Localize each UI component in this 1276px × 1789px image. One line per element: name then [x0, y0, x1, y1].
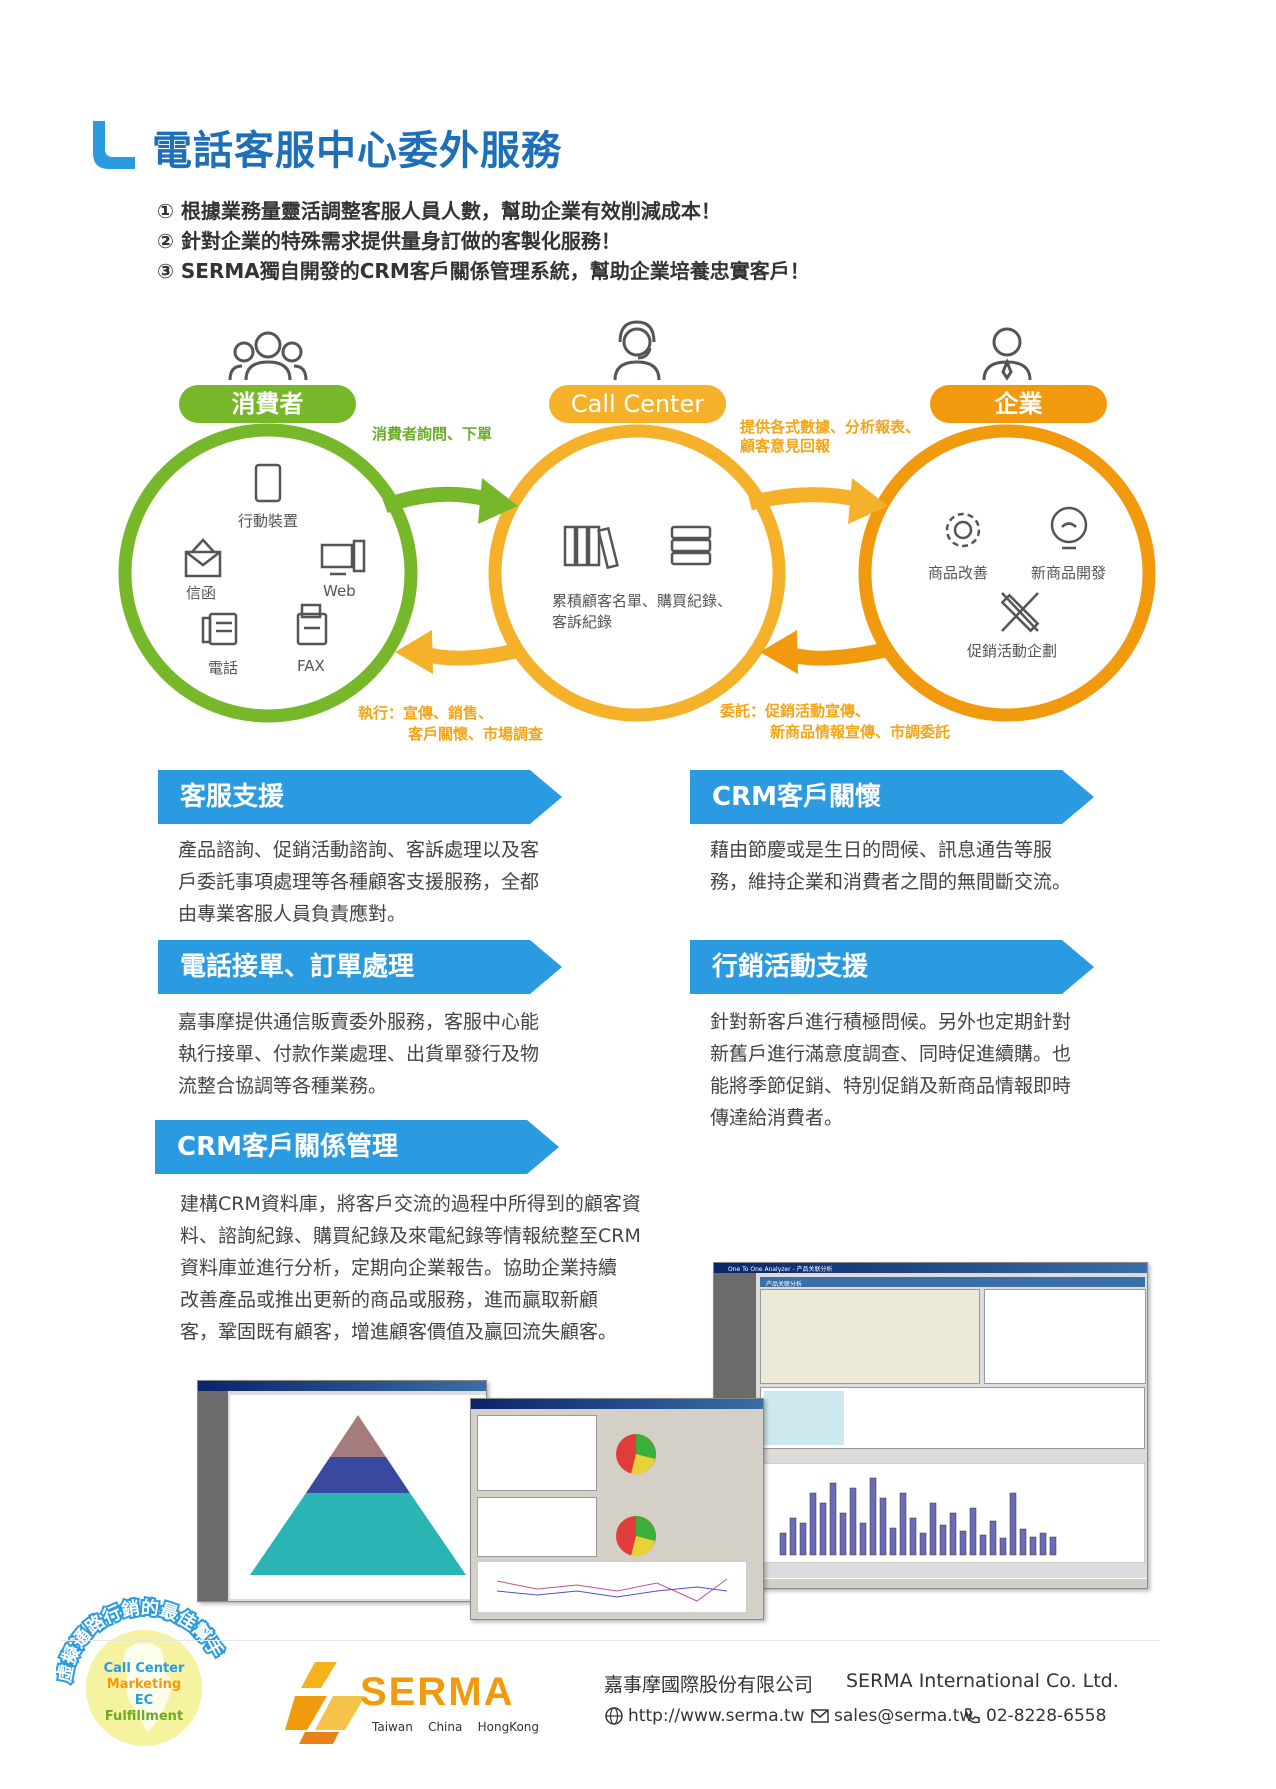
headset-icon	[613, 320, 661, 381]
consumer-to-cc-text: 消費者詢問、下單	[372, 425, 493, 443]
pyramid-chart-screenshot	[197, 1380, 487, 1602]
records-label: 累積顧客名單、購買紀錄、	[552, 592, 733, 610]
enterprise-to-cc-text-2: 新商品情報宣傳、市調委託	[770, 723, 951, 741]
body-line: 執行接單、付款作業處理、出貨單發行及物	[178, 1043, 540, 1065]
body-line: 由專業客服人員負責應對。	[178, 903, 407, 925]
mobile-device-label: 行動裝置	[238, 512, 299, 530]
sales-analysis-screenshot	[470, 1398, 764, 1620]
globe-icon	[605, 1707, 623, 1725]
new-product-label: 新商品開發	[1031, 564, 1107, 582]
feature-list: ① 根據業務量靈活調整客服人員人數，幫助企業有效削減成本！ ② 針對企業的特殊需…	[157, 196, 810, 286]
section-title: 行銷活動支援	[712, 952, 869, 982]
feature-item: ① 根據業務量靈活調整客服人員人數，幫助企業有效削減成本！	[157, 199, 721, 223]
lightbulb-icon	[1050, 506, 1088, 550]
feature-item: ③ SERMA獨自開發的CRM客戶關係管理系統，幫助企業培養忠實客戶！	[157, 259, 810, 283]
ruler-pencil-icon	[1000, 592, 1040, 633]
cc-to-consumer-text-1: 執行：宣傳、銷售、	[358, 704, 494, 722]
serma-logo-text: SERMA	[360, 1670, 515, 1714]
fax-icon	[296, 603, 328, 646]
records-label-2: 客訴紀錄	[552, 613, 613, 631]
cc-to-consumer-text-2: 客戶關懷、市場調查	[408, 725, 544, 743]
web-label: Web	[323, 582, 356, 600]
computer-icon	[320, 539, 366, 576]
body-line: 產品諮詢、促銷活動諮詢、客訴處理以及客	[178, 839, 540, 861]
body-line: 能將季節促銷、特別促銷及新商品情報即時	[710, 1075, 1072, 1097]
badge-line: Call Center	[104, 1661, 185, 1676]
body-line: 藉由節慶或是生日的問候、訊息通告等服	[710, 839, 1053, 861]
enterprise-to-cc-text-1: 委託：促銷活動宣傳、	[720, 702, 871, 720]
letter-icon	[184, 538, 222, 578]
body-line: 改善產品或推出更新的商品或服務，進而贏取新顧	[180, 1289, 599, 1311]
body-line: 戶委託事項處理等各種顧客支援服務，全都	[178, 871, 540, 893]
section-body-crm-management: 建構CRM資料庫，將客戶交流的過程中所得到的顧客資 料、諮詢紀錄、購買紀錄及來電…	[180, 1188, 641, 1348]
section-body-marketing-support: 針對新客戶進行積極問候。另外也定期針對 新舊戶進行滿意度調查、同時促進續購。也 …	[710, 1006, 1071, 1134]
section-title: 電話接單、訂單處理	[180, 952, 415, 982]
serma-logo-mark	[285, 1662, 365, 1744]
section-body-order-processing: 嘉事摩提供通信販賣委外服務，客服中心能 執行接單、付款作業處理、出貨單發行及物 …	[178, 1006, 539, 1102]
person-icon	[982, 327, 1032, 381]
phone-icon	[965, 1708, 980, 1724]
phone-number[interactable]: 02-8228-6558	[986, 1706, 1107, 1726]
gear-icon	[945, 512, 981, 548]
section-body-customer-support: 產品諮詢、促銷活動諮詢、客訴處理以及客 戶委託事項處理等各種顧客支援服務，全都 …	[178, 834, 539, 930]
database-icon	[670, 525, 712, 566]
promotion-planning-label: 促銷活動企劃	[967, 642, 1058, 660]
footer-divider	[60, 1640, 1160, 1641]
binders-icon	[563, 525, 619, 570]
body-line: 新舊戶進行滿意度調查、同時促進續購。也	[710, 1043, 1072, 1065]
body-line: 流整合協調等各種業務。	[178, 1075, 388, 1097]
crm-analyzer-screenshot: One To One Analyzer - 产品关联分析 产品关联分析	[713, 1262, 1148, 1589]
email-link[interactable]: sales@serma.tw	[834, 1706, 974, 1726]
enterprise-label: 企業	[930, 385, 1107, 423]
section-title: CRM客戶關懷	[712, 782, 881, 812]
service-badge: 虛擬通路行銷的最佳幫手 Call Center Marketing EC Ful…	[56, 1595, 229, 1746]
cc-to-enterprise-text-1: 提供各式數據、分析報表、	[740, 418, 921, 436]
mobile-device-icon	[254, 463, 282, 503]
section-banner-order-processing: 電話接單、訂單處理	[158, 940, 562, 994]
body-line: 資料庫並進行分析，定期向企業報告。協助企業持續	[180, 1257, 618, 1279]
section-title: CRM客戶關係管理	[177, 1132, 398, 1162]
logo-regions: Taiwan China HongKong	[372, 1720, 540, 1734]
telephone-label: 電話	[208, 659, 239, 677]
panel-title: 产品关联分析	[766, 1281, 803, 1288]
body-line: 料、諮詢紀錄、購買紀錄及來電紀錄等情報統整至CRM	[180, 1225, 641, 1247]
badge-line: Fulfillment	[105, 1709, 183, 1724]
title-accent-mark	[93, 121, 135, 169]
body-line: 針對新客戶進行積極問候。另外也定期針對	[710, 1011, 1072, 1033]
badge-line: Marketing	[107, 1677, 181, 1692]
body-line: 務，維持企業和消費者之間的無間斷交流。	[710, 871, 1072, 893]
company-name-en: SERMA International Co. Ltd.	[846, 1670, 1119, 1692]
badge-line: EC	[135, 1693, 153, 1708]
people-icon	[228, 331, 308, 381]
body-line: 建構CRM資料庫，將客戶交流的過程中所得到的顧客資	[180, 1193, 641, 1215]
product-improvement-label: 商品改善	[928, 564, 989, 582]
service-flow-diagram	[118, 320, 1156, 723]
website-link[interactable]: http://www.serma.tw	[628, 1706, 805, 1726]
email-icon	[811, 1709, 829, 1723]
letter-label: 信函	[186, 584, 217, 602]
call-center-label: Call Center	[549, 385, 726, 423]
company-name-zh: 嘉事摩國際股份有限公司	[604, 1674, 814, 1696]
consumer-label: 消費者	[179, 385, 356, 423]
section-banner-marketing-support: 行銷活動支援	[690, 940, 1094, 994]
page-title: 電話客服中心委外服務	[152, 128, 562, 174]
body-line: 傳達給消費者。	[710, 1107, 844, 1129]
section-banner-crm-care: CRM客戶關懷	[690, 770, 1094, 824]
feature-item: ② 針對企業的特殊需求提供量身訂做的客製化服務！	[157, 229, 621, 253]
body-line: 嘉事摩提供通信販賣委外服務，客服中心能	[178, 1011, 540, 1033]
section-title: 客服支援	[180, 782, 285, 812]
body-line: 客，鞏固既有顧客，增進顧客價值及贏回流失顧客。	[180, 1321, 618, 1343]
section-banner-customer-support: 客服支援	[158, 770, 562, 824]
section-body-crm-care: 藉由節慶或是生日的問候、訊息通告等服 務，維持企業和消費者之間的無間斷交流。	[710, 834, 1071, 898]
cc-to-enterprise-text-2: 顧客意見回報	[740, 437, 831, 455]
window-title: One To One Analyzer - 产品关联分析	[728, 1266, 833, 1273]
section-banner-crm-management: CRM客戶關係管理	[155, 1120, 559, 1174]
telephone-icon	[201, 612, 238, 646]
fax-label: FAX	[297, 657, 325, 675]
